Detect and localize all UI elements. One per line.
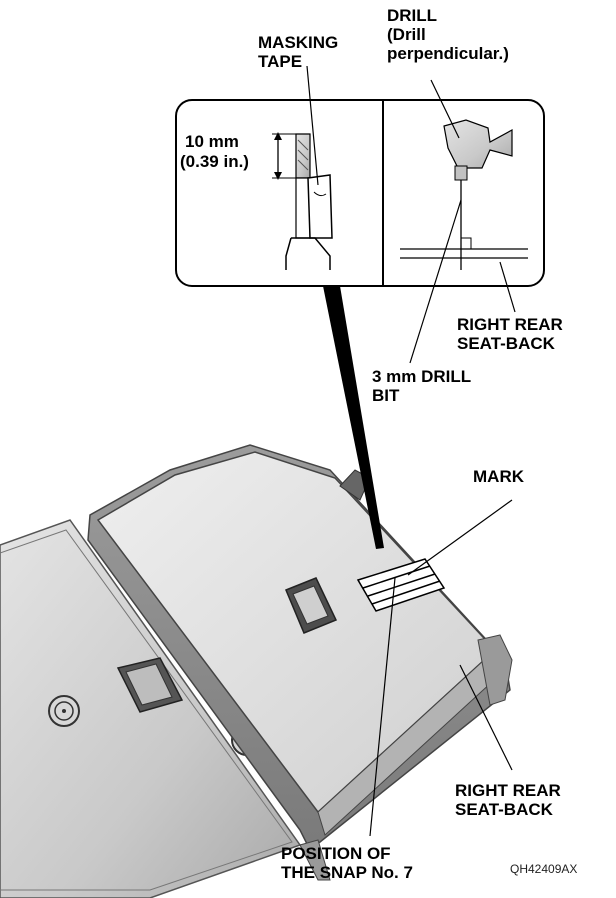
seatback-bottom-label-line1: RIGHT REAR (455, 781, 561, 800)
base-latch (116, 657, 184, 713)
detail-pointer (323, 286, 384, 549)
seat-back-lid (87, 444, 511, 852)
leader-lines (306, 65, 516, 837)
bolt-1 (48, 695, 80, 727)
dimension-label-mm: 10 mm (185, 132, 239, 151)
drill-icon (443, 119, 513, 270)
snap-position-label-line2: THE SNAP No. 7 (281, 863, 413, 882)
seatback-bottom-label-line2: SEAT-BACK (455, 800, 553, 819)
drill-bit-label-line1: 3 mm DRILL (372, 367, 472, 386)
snap-position-label-line1: POSITION OF (281, 844, 391, 863)
masking-tape-label-line1: MASKING (258, 33, 339, 52)
masking-tape-label-line2: TAPE (258, 52, 303, 71)
drill-bit-label-line2: BIT (372, 386, 400, 405)
side-bracket (299, 634, 513, 881)
drill-label: DRILL (387, 6, 438, 25)
seatback-top-label-line2: SEAT-BACK (457, 334, 555, 353)
drill-note-line2: perpendicular.) (387, 44, 509, 63)
seatback-section (400, 237, 528, 259)
masking-tape-detail (272, 132, 333, 270)
drill-note-line1: (Drill (387, 25, 426, 44)
figure-code: QH42409AX (510, 862, 578, 876)
seatback-top-label-line1: RIGHT REAR (457, 315, 563, 334)
lid-latch (285, 577, 338, 634)
dimension-label-in: (0.39 in.) (180, 152, 249, 171)
mark-label: MARK (473, 467, 524, 486)
mark-area (356, 558, 446, 612)
